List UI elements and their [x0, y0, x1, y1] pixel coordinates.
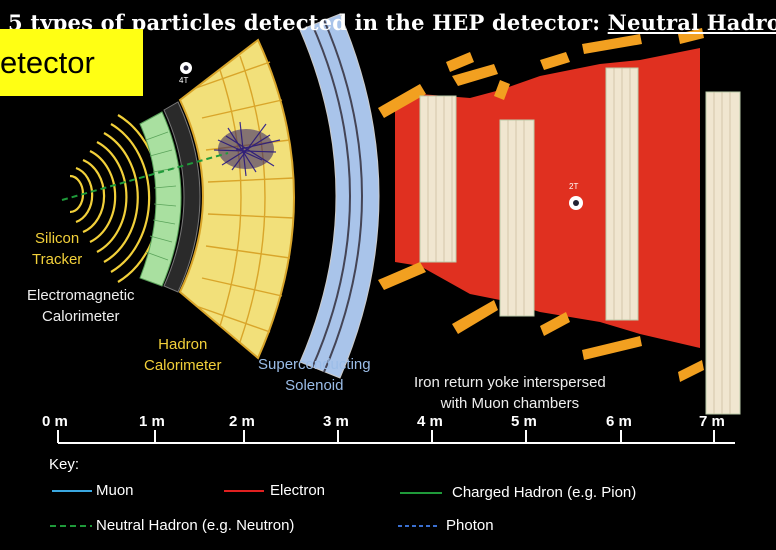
key-swatches — [50, 490, 442, 527]
scale-tick-label: 1 m — [139, 413, 165, 430]
overlay-label: etector — [0, 29, 143, 96]
key-heading: Key: — [49, 456, 80, 473]
key-label-muon: Muon — [96, 482, 134, 499]
scale-tick-label: 3 m — [323, 413, 349, 430]
scale-tick-label: 5 m — [511, 413, 537, 430]
field-symbol-2t-icon — [569, 196, 583, 210]
key-label-photon: Photon — [446, 517, 494, 534]
superconducting-solenoid — [299, 13, 380, 379]
key-label-neutral-hadron: Neutral Hadron (e.g. Neutron) — [96, 517, 295, 534]
muon-chamber-stripes — [427, 68, 731, 414]
hadron-calorimeter-label: Hadron Calorimeter — [144, 336, 222, 374]
scale-bar — [57, 430, 735, 444]
shower-cloud — [218, 129, 274, 169]
scale-tick-label: 6 m — [606, 413, 632, 430]
solenoid-label: Superconducting Solenoid — [258, 356, 371, 394]
scale-tick-label: 2 m — [229, 413, 255, 430]
field-label-4t: 4T — [179, 76, 189, 85]
title-highlight: Neutral Hadron — [607, 10, 776, 35]
yoke-supports — [378, 28, 704, 382]
neutral-hadron-track — [61, 152, 229, 201]
scale-tick-label: 7 m — [699, 413, 725, 430]
hadron-calorimeter — [178, 38, 295, 360]
silicon-tracker — [69, 114, 162, 283]
key-label-electron: Electron — [270, 482, 326, 499]
field-symbol-4t-icon — [180, 62, 192, 74]
muon-chambers — [419, 67, 741, 415]
em-calorimeter — [139, 111, 182, 287]
return-yoke-label: Iron return yoke interspersed with Muon … — [414, 374, 606, 412]
field-label-2t: 2T — [569, 182, 579, 191]
em-calorimeter-label: Electromagnetic Calorimeter — [27, 287, 135, 325]
scale-tick-label: 0 m — [42, 413, 68, 430]
silicon-tracker-label: Silicon Tracker — [32, 230, 83, 268]
scale-tick-label: 4 m — [417, 413, 443, 430]
solenoid-layers — [311, 19, 363, 373]
em-outer-ring — [163, 101, 201, 293]
key-label-charged-hadron: Charged Hadron (e.g. Pion) — [452, 484, 637, 501]
